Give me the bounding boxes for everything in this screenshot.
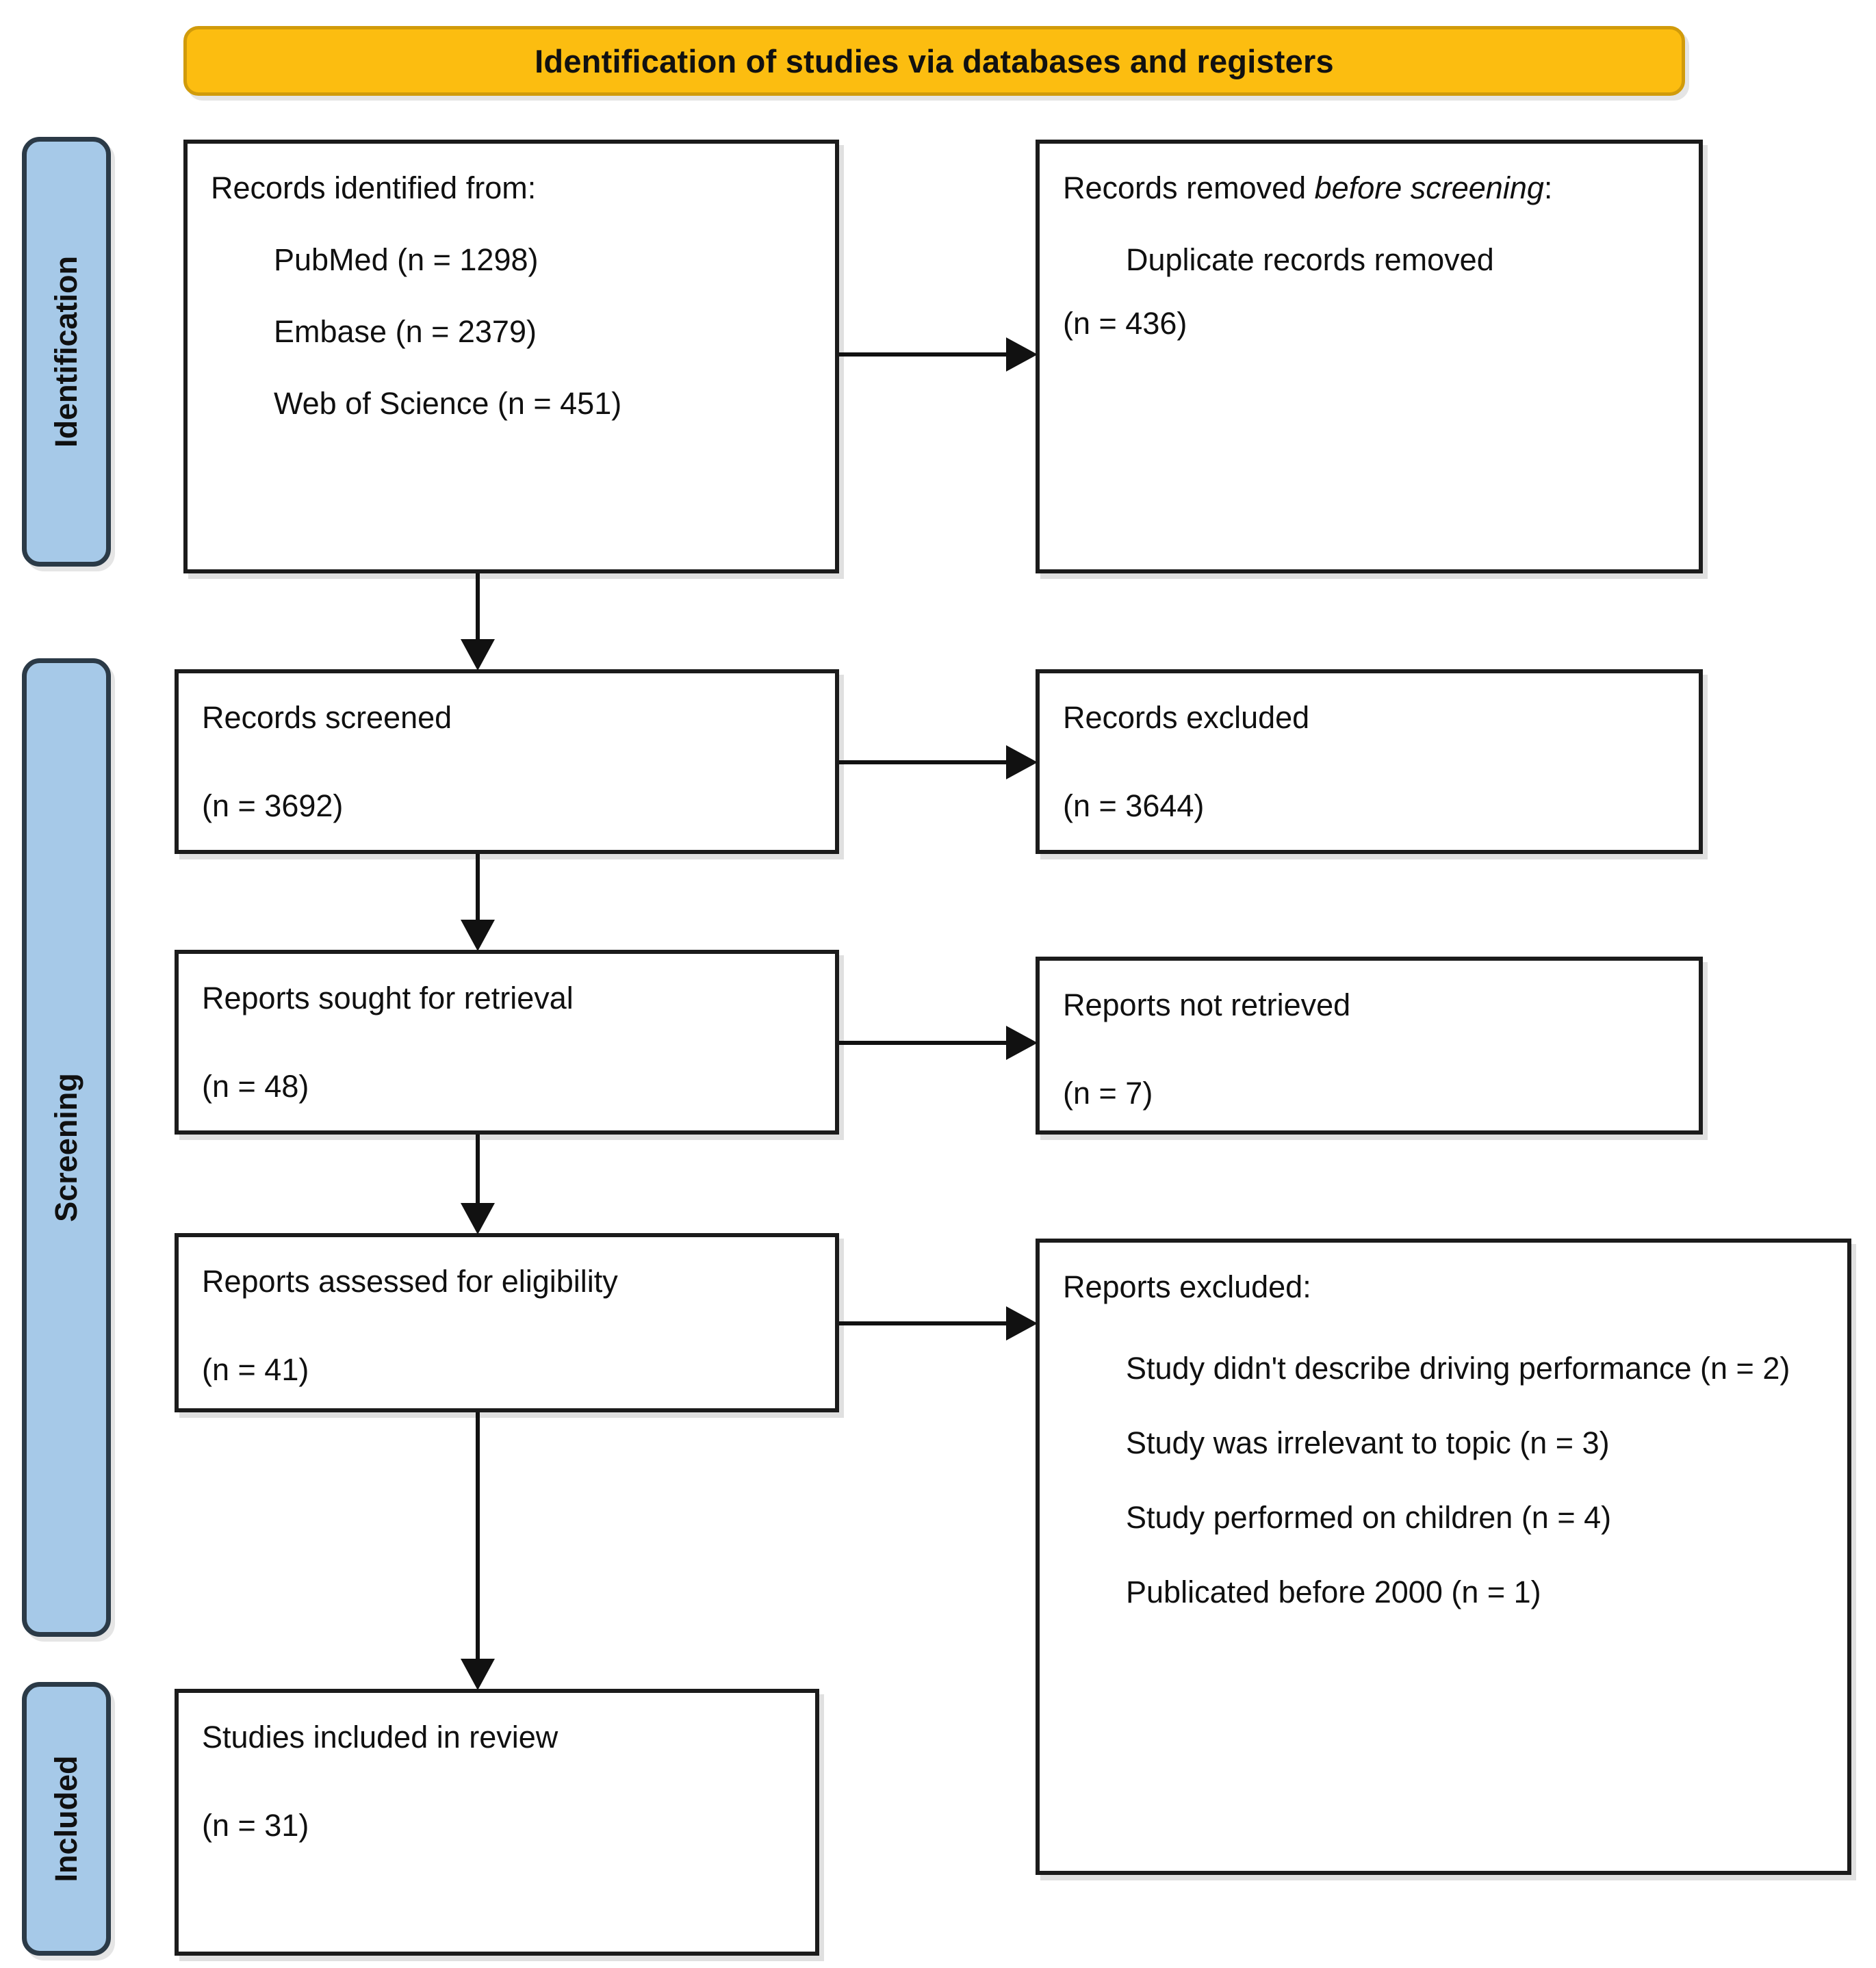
studies-included-label: Studies included in review: [202, 1720, 558, 1755]
arrow-shaft: [476, 1412, 480, 1659]
stage-label-screening-text: Screening: [49, 1073, 83, 1222]
records-excluded-count: (n = 3644): [1063, 788, 1205, 824]
arrow-shaft: [476, 1135, 480, 1203]
source-pubmed: PubMed (n = 1298): [274, 242, 539, 278]
arrow-head-right-icon: [1006, 1306, 1038, 1341]
exclusion-reason-before-2000: Publicated before 2000 (n = 1): [1126, 1575, 1541, 1610]
box-reports-not-retrieved: Reports not retrieved (n = 7): [1036, 957, 1703, 1135]
box-records-excluded: Records excluded (n = 3644): [1036, 669, 1703, 854]
arrow-shaft: [476, 854, 480, 920]
arrow-down-assessed-to-included: [461, 1412, 495, 1690]
stage-label-included: Included: [22, 1682, 111, 1956]
arrow-head-down-icon: [461, 920, 495, 951]
exclusion-reason-children: Study performed on children (n = 4): [1126, 1500, 1612, 1536]
arrow-head-down-icon: [461, 639, 495, 671]
stage-label-screening: Screening: [22, 658, 111, 1637]
records-identified-heading: Records identified from:: [211, 170, 537, 205]
reports-assessed-label: Reports assessed for eligibility: [202, 1264, 618, 1299]
records-screened-label: Records screened: [202, 700, 452, 735]
diagram-banner: Identification of studies via databases …: [183, 26, 1685, 96]
source-web-of-science: Web of Science (n = 451): [274, 386, 622, 422]
arrow-head-right-icon: [1006, 337, 1038, 372]
records-removed-heading-plain: Records removed: [1063, 170, 1315, 205]
records-removed-heading-italic: before screening: [1314, 170, 1544, 205]
arrow-shaft: [839, 352, 1010, 357]
records-excluded-label: Records excluded: [1063, 700, 1310, 735]
exclusion-reason-irrelevant-topic: Study was irrelevant to topic (n = 3): [1126, 1425, 1610, 1461]
records-screened-count: (n = 3692): [202, 788, 344, 824]
box-studies-included: Studies included in review (n = 31): [175, 1689, 819, 1956]
arrow-right-sought-to-not-retrieved: [839, 1025, 1038, 1061]
arrow-right-identified-to-removed: [839, 337, 1038, 372]
duplicate-records-removed-line1: Duplicate records removed: [1126, 242, 1494, 278]
reports-not-retrieved-count: (n = 7): [1063, 1076, 1153, 1111]
reports-not-retrieved-label: Reports not retrieved: [1063, 987, 1351, 1022]
arrow-head-down-icon: [461, 1203, 495, 1234]
arrow-down-screened-to-sought: [461, 854, 495, 951]
reports-excluded-heading: Reports excluded:: [1063, 1269, 1311, 1304]
reports-sought-label: Reports sought for retrieval: [202, 981, 574, 1015]
arrow-shaft: [839, 760, 1010, 764]
box-reports-sought: Reports sought for retrieval (n = 48): [175, 950, 839, 1135]
arrow-down-identified-to-screened: [461, 573, 495, 671]
stage-label-identification: Identification: [22, 137, 111, 567]
reports-assessed-count: (n = 41): [202, 1352, 309, 1388]
source-embase: Embase (n = 2379): [274, 314, 537, 350]
banner-title: Identification of studies via databases …: [535, 42, 1334, 79]
arrow-down-sought-to-assessed: [461, 1135, 495, 1234]
box-records-identified: Records identified from: PubMed (n = 129…: [183, 140, 839, 573]
arrow-right-screened-to-excluded: [839, 745, 1038, 780]
stage-label-identification-text: Identification: [49, 256, 83, 448]
arrow-head-right-icon: [1006, 1026, 1038, 1060]
studies-included-count: (n = 31): [202, 1808, 309, 1843]
arrow-head-right-icon: [1006, 745, 1038, 779]
arrow-shaft: [839, 1321, 1010, 1325]
duplicate-records-removed-line2: (n = 436): [1063, 306, 1187, 341]
stage-label-included-text: Included: [49, 1755, 83, 1882]
box-reports-assessed: Reports assessed for eligibility (n = 41…: [175, 1233, 839, 1412]
records-removed-heading-colon: :: [1543, 170, 1553, 205]
exclusion-reason-driving-performance: Study didn't describe driving performanc…: [1126, 1351, 1790, 1386]
reports-sought-count: (n = 48): [202, 1069, 309, 1104]
arrow-shaft: [476, 573, 480, 639]
arrow-right-assessed-to-reports-excluded: [839, 1306, 1038, 1341]
box-records-screened: Records screened (n = 3692): [175, 669, 839, 854]
records-removed-heading: Records removed before screening:: [1063, 170, 1675, 206]
box-records-removed: Records removed before screening: Duplic…: [1036, 140, 1703, 573]
arrow-shaft: [839, 1041, 1010, 1045]
box-reports-excluded: Reports excluded: Study didn't describe …: [1036, 1239, 1851, 1875]
arrow-head-down-icon: [461, 1659, 495, 1690]
